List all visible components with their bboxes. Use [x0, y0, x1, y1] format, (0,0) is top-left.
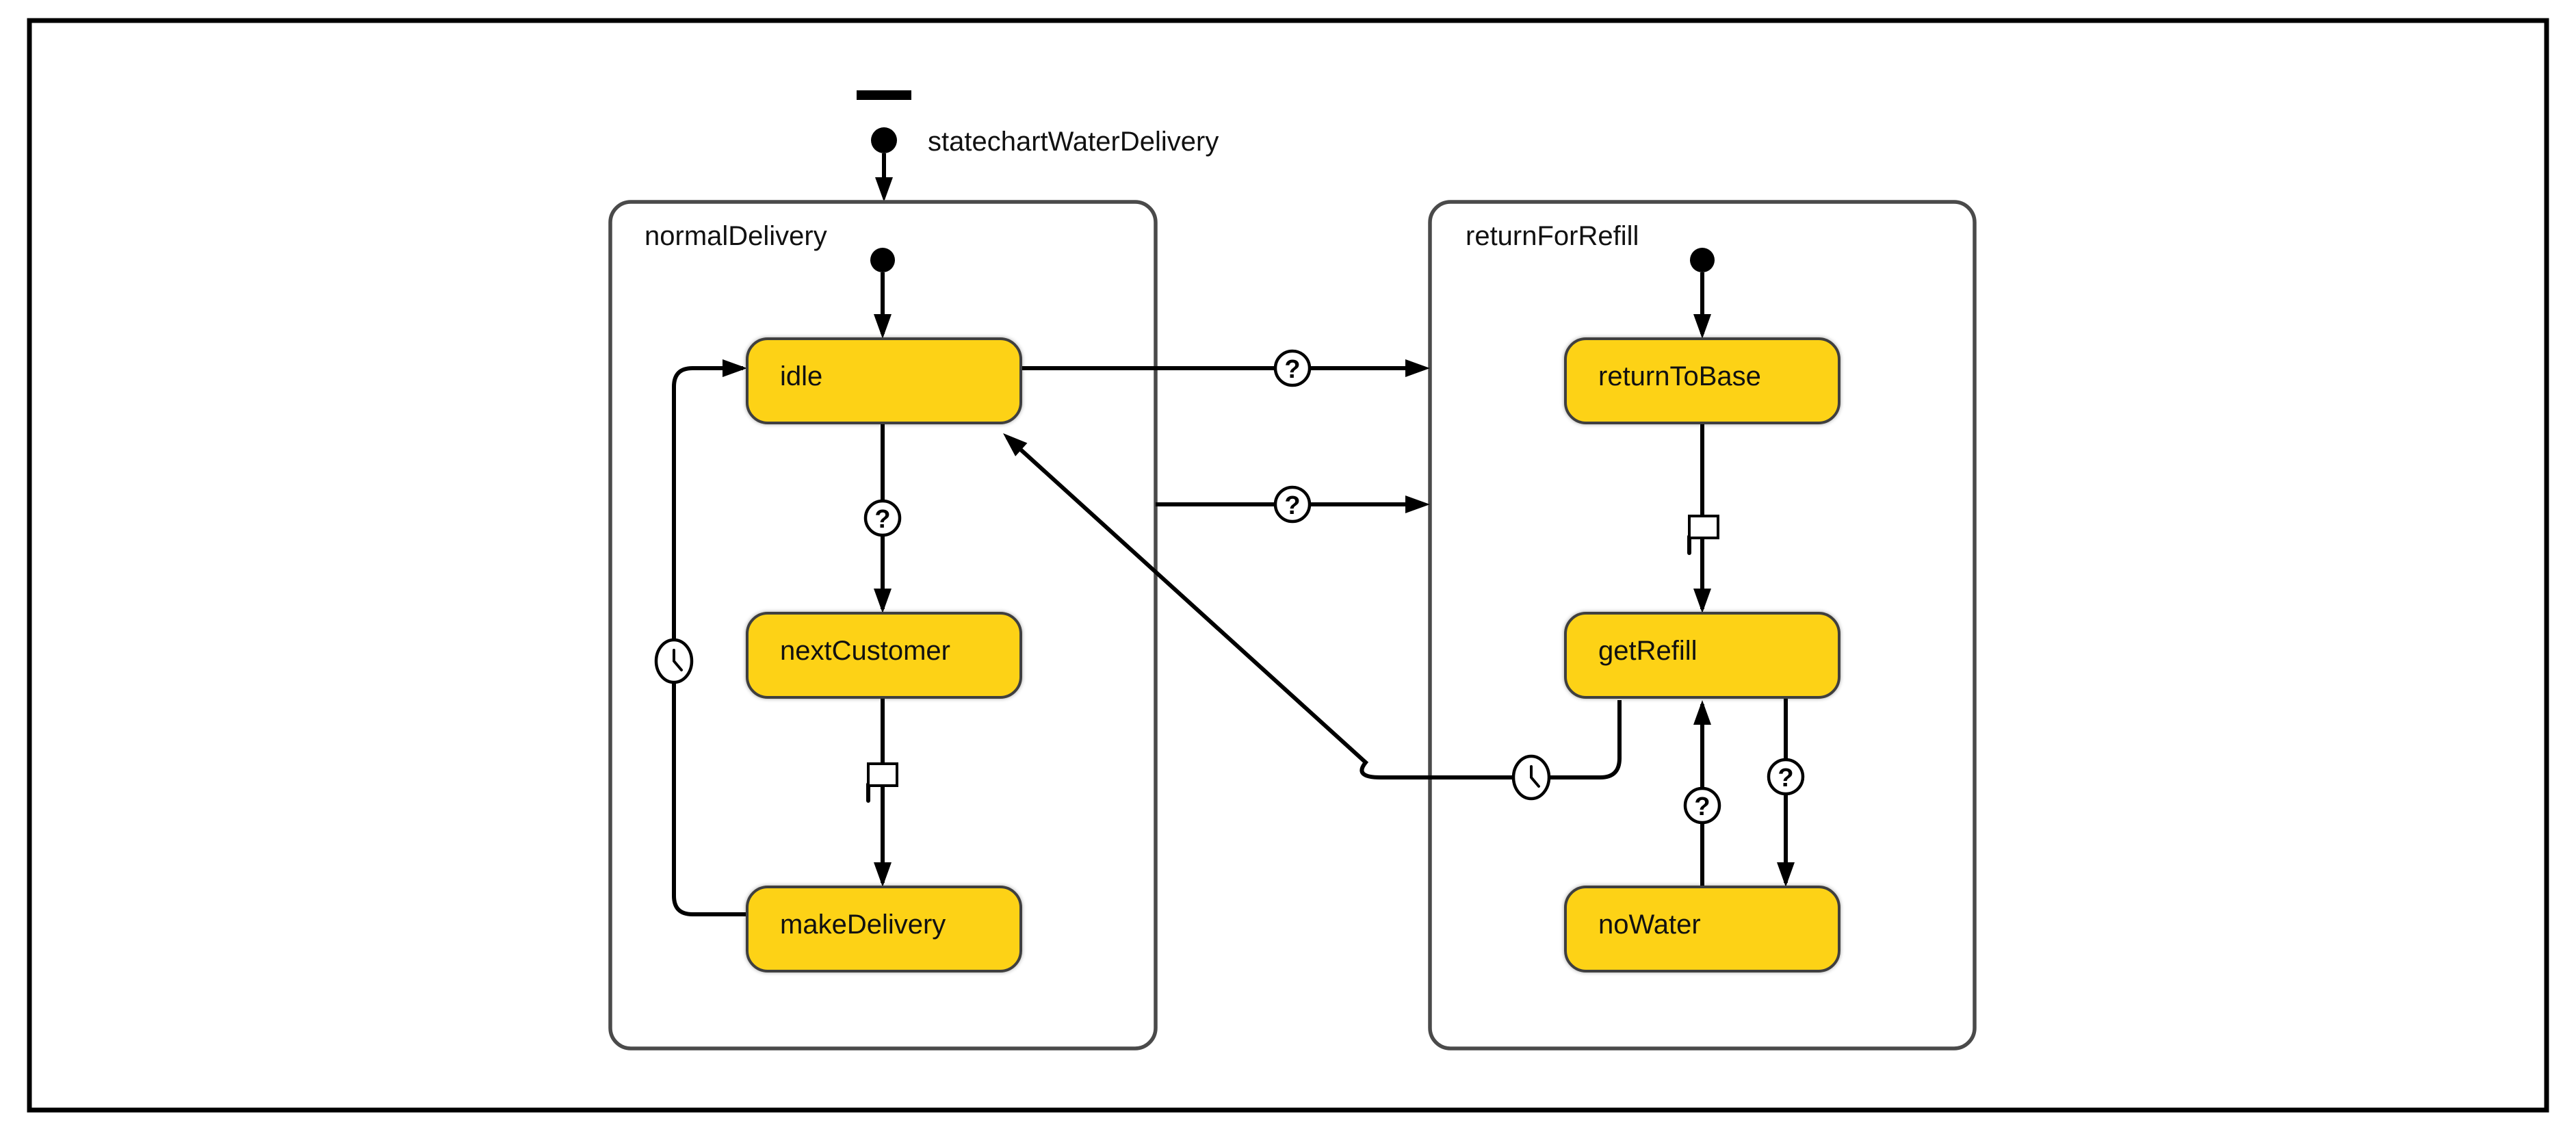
transition-getrefill-to-idle: [1003, 433, 1622, 801]
state-nextcustomer-label: nextCustomer: [780, 636, 950, 666]
region-normaldelivery-label: normalDelivery: [645, 221, 827, 251]
arrowhead: [874, 314, 892, 339]
state-idle: idle: [746, 337, 1022, 424]
initial-bar-icon: [857, 90, 911, 100]
question-badge-icon: [1273, 349, 1312, 387]
state-nextcustomer: nextCustomer: [746, 612, 1022, 699]
initial-dot-icon: [870, 248, 895, 272]
transition-getrefill-to-nowater: ?: [1767, 697, 1805, 887]
arrowhead: [1777, 862, 1795, 887]
state-returntobase-label: returnToBase: [1598, 361, 1761, 391]
outer-frame: [27, 18, 2549, 1113]
transition-idle-to-nextcustomer: ?: [863, 423, 902, 613]
arrowhead: [874, 589, 892, 613]
arrowhead: [1405, 495, 1430, 513]
clock-icon: [654, 638, 694, 684]
question-glyph: ?: [874, 505, 890, 534]
question-glyph: ?: [1284, 491, 1300, 520]
arrowhead: [1693, 700, 1711, 725]
initial-dot-icon: [871, 127, 897, 153]
statechart-title: statechartWaterDelivery: [928, 127, 1219, 157]
transition-nextcustomer-to-makedelivery: [866, 697, 898, 887]
transition-normaldelivery-to-returnforrefill: ?: [1156, 485, 1430, 524]
arrowhead: [875, 177, 893, 202]
question-badge-icon: [1273, 485, 1312, 524]
state-makedelivery: makeDelivery: [746, 886, 1022, 972]
transition-returntobase-to-getrefill: [1687, 423, 1719, 613]
region-returnforrefill-label: returnForRefill: [1466, 221, 1639, 251]
question-badge-icon: [863, 499, 902, 537]
arrowhead: [1693, 589, 1711, 613]
arrowhead: [874, 862, 892, 887]
state-nowater-label: noWater: [1598, 910, 1701, 940]
state-getrefill-label: getRefill: [1598, 636, 1697, 666]
transition-idle-to-returnforrefill: ?: [1021, 349, 1430, 387]
arrowhead: [1693, 314, 1711, 339]
initial-dot-icon: [1690, 248, 1715, 272]
state-makedelivery-label: makeDelivery: [780, 910, 946, 940]
question-glyph: ?: [1694, 792, 1710, 821]
state-getrefill: getRefill: [1564, 612, 1840, 699]
state-nowater: noWater: [1564, 886, 1840, 972]
transition-nowater-to-getrefill: ?: [1683, 700, 1721, 887]
arrowhead: [1003, 433, 1028, 456]
state-idle-label: idle: [780, 361, 822, 391]
state-returntobase: returnToBase: [1564, 337, 1840, 424]
arrowhead: [1405, 359, 1430, 377]
question-badge-icon: [1767, 758, 1805, 796]
checkered-flag-icon: [1687, 515, 1719, 555]
checkered-flag-icon: [866, 762, 898, 803]
clock-icon: [1511, 754, 1551, 801]
initial-pseudostate-top: statechartWaterDelivery: [857, 90, 1219, 202]
question-glyph: ?: [1284, 355, 1300, 384]
question-badge-icon: [1683, 786, 1721, 825]
arrowhead: [723, 359, 747, 377]
question-glyph: ?: [1778, 764, 1793, 792]
transition-makedelivery-to-idle: [654, 359, 747, 916]
